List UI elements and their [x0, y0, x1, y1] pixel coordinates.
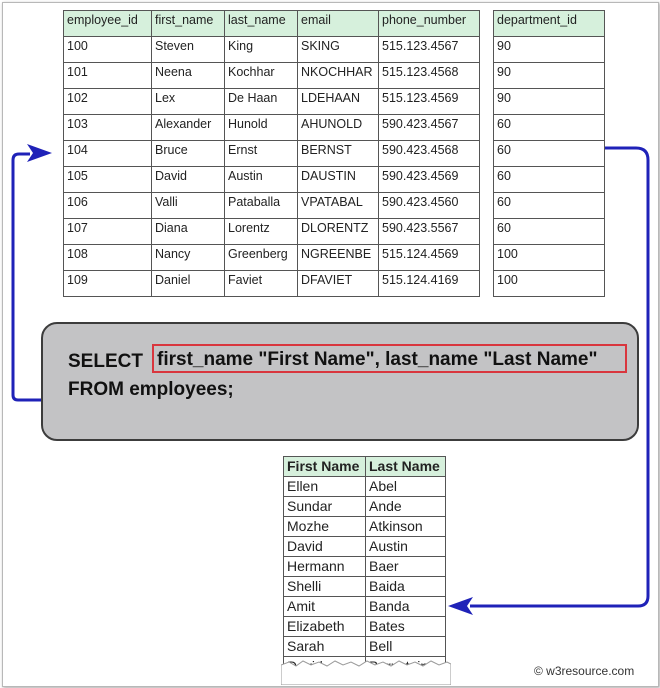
employee-id-cell: 103	[63, 114, 152, 141]
credit-text: © w3resource.com	[534, 664, 635, 678]
email-cell: SKING	[297, 36, 379, 63]
phone-number-cell: 515.123.4569	[378, 88, 480, 115]
first-name-cell: Steven	[151, 36, 225, 63]
first-name-alias-cell: David	[283, 536, 366, 557]
email-cell: LDEHAAN	[297, 88, 379, 115]
table-row: 60	[493, 140, 605, 167]
employee-id-cell: 109	[63, 270, 152, 297]
department-id-cell: 60	[493, 114, 605, 141]
phone-number-cell: 590.423.5567	[378, 218, 480, 245]
first-name-alias-cell: Mozhe	[283, 516, 366, 537]
phone-number-cell: 590.423.4568	[378, 140, 480, 167]
col-header-last-name-alias: Last Name	[365, 456, 446, 477]
torn-edge	[281, 660, 451, 685]
arrowhead-right-icon	[448, 597, 473, 615]
table-row: 60	[493, 192, 605, 219]
last-name-alias-cell: Bates	[365, 616, 446, 637]
first-name-alias-cell: Amit	[283, 596, 366, 617]
arrow-sql-to-result	[470, 146, 650, 608]
first-name-cell: David	[151, 166, 225, 193]
result-header-row: First Name Last Name	[283, 456, 446, 477]
email-cell: DFAVIET	[297, 270, 379, 297]
first-name-alias-cell: Sarah	[283, 636, 366, 657]
first-name-cell: Valli	[151, 192, 225, 219]
table-row: 90	[493, 62, 605, 89]
sql-statement-box: SELECT FROM employees;	[41, 322, 639, 441]
department-id-cell: 60	[493, 166, 605, 193]
table-row: 60	[493, 218, 605, 245]
first-name-cell: Daniel	[151, 270, 225, 297]
table-row: 60	[493, 114, 605, 141]
table-row: 100	[493, 270, 605, 297]
department-id-cell: 90	[493, 62, 605, 89]
arrowhead-left-icon	[27, 144, 52, 162]
table-row: 60	[493, 166, 605, 193]
department-id-cell: 60	[493, 192, 605, 219]
phone-number-cell: 515.124.4169	[378, 270, 480, 297]
first-name-alias-cell: Shelli	[283, 576, 366, 597]
department-id-cell: 60	[493, 140, 605, 167]
arrow-rows-to-sql	[11, 152, 41, 402]
employee-id-cell: 104	[63, 140, 152, 167]
sql-select-keyword: SELECT	[68, 351, 143, 372]
sql-from-clause: FROM employees;	[68, 379, 234, 400]
last-name-cell: Hunold	[224, 114, 298, 141]
phone-number-cell: 515.124.4569	[378, 244, 480, 271]
employee-id-cell: 102	[63, 88, 152, 115]
highlight-box	[152, 344, 627, 373]
sql-column-aliases: first_name "First Name", last_name "Last…	[157, 349, 598, 370]
phone-number-cell: 590.423.4569	[378, 166, 480, 193]
col-header-email: email	[297, 10, 379, 37]
last-name-cell: Faviet	[224, 270, 298, 297]
first-name-cell: Diana	[151, 218, 225, 245]
first-name-alias-cell: Sundar	[283, 496, 366, 517]
first-name-cell: Lex	[151, 88, 225, 115]
last-name-cell: Kochhar	[224, 62, 298, 89]
email-cell: DLORENTZ	[297, 218, 379, 245]
last-name-alias-cell: Atkinson	[365, 516, 446, 537]
phone-number-cell: 515.123.4568	[378, 62, 480, 89]
col-header-phone-number: phone_number	[378, 10, 480, 37]
department-header-row: department_id	[493, 10, 605, 37]
phone-number-cell: 590.423.4567	[378, 114, 480, 141]
email-cell: VPATABAL	[297, 192, 379, 219]
department-id-cell: 60	[493, 218, 605, 245]
last-name-cell: Greenberg	[224, 244, 298, 271]
last-name-cell: Ernst	[224, 140, 298, 167]
last-name-alias-cell: Baer	[365, 556, 446, 577]
last-name-alias-cell: Baida	[365, 576, 446, 597]
email-cell: AHUNOLD	[297, 114, 379, 141]
last-name-cell: Austin	[224, 166, 298, 193]
email-cell: BERNST	[297, 140, 379, 167]
department-id-cell: 100	[493, 270, 605, 297]
col-header-first-name-alias: First Name	[283, 456, 366, 477]
col-header-department-id: department_id	[493, 10, 605, 37]
employee-id-cell: 108	[63, 244, 152, 271]
last-name-cell: King	[224, 36, 298, 63]
employees-table: employee_id first_name last_name email p…	[63, 10, 480, 297]
